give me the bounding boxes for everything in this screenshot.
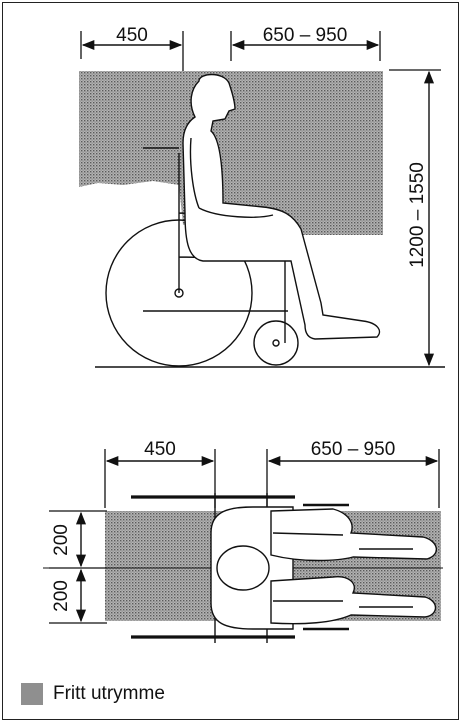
side-view: 450 650 – 950 1200 – 1550 — [79, 25, 445, 368]
wheelchair-with-person-side — [105, 73, 381, 367]
side-height-dimension: 1200 – 1550 — [389, 69, 441, 367]
top-seat-depth-label: 450 — [144, 439, 176, 460]
side-leg-space-dimension: 650 – 950 — [230, 25, 381, 61]
top-leg-space-dimension: 650 – 950 — [266, 439, 440, 508]
top-view: 450 650 – 950 200 200 — [43, 439, 443, 643]
top-half-width-lower-label: 200 — [51, 580, 72, 612]
side-seat-depth-label: 450 — [116, 25, 148, 46]
top-half-width-upper-label: 200 — [51, 524, 72, 556]
side-leg-space-label: 650 – 950 — [263, 25, 348, 46]
diagram-frame: 450 650 – 950 1200 – 1550 — [2, 2, 459, 720]
legend-label: Fritt utrymme — [53, 683, 165, 704]
side-free-space-area — [79, 71, 383, 235]
legend-free-space-swatch — [21, 683, 43, 705]
top-width-dimension: 200 200 — [49, 510, 107, 624]
top-seat-depth-dimension: 450 — [104, 439, 216, 508]
side-height-label: 1200 – 1550 — [407, 162, 428, 268]
wheelchair-space-diagram: 450 650 – 950 1200 – 1550 — [43, 25, 445, 643]
top-leg-space-label: 650 – 950 — [311, 439, 396, 460]
legend: Fritt utrymme — [21, 681, 165, 707]
side-seat-depth-dimension: 450 — [80, 25, 184, 71]
wheelchair-with-person-top — [131, 493, 437, 643]
